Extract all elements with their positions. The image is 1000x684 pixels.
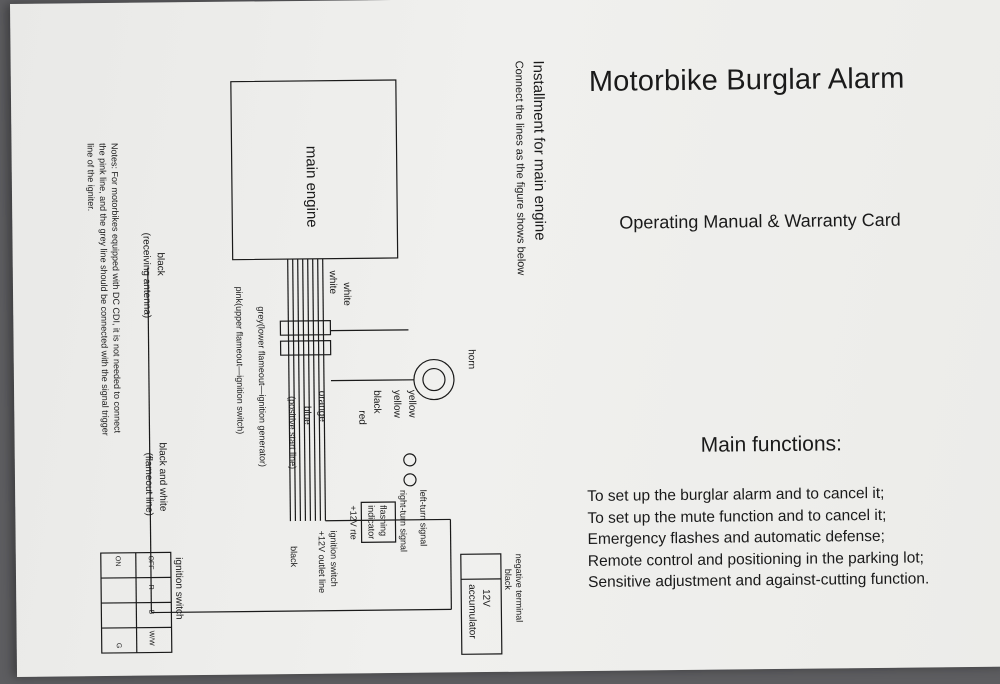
wiring-diagram: Installment for main engine Connect the … [76,48,563,683]
switch-off-label: OFF [147,556,154,570]
red-label: red [356,410,367,425]
right-turn-label: right-turn signal [398,490,409,552]
function-item: Sensitive adjustment and against-cutting… [588,568,929,593]
function-item: To set up the burglar alarm and to cance… [587,482,928,507]
switch-col-b: B [147,610,154,615]
right-turn-lamp-icon [404,474,416,486]
yellow-1-label: yellow [406,390,417,419]
plus12-rte-label: +12V rte [348,505,358,539]
grey-line-label: grey(lower flameout—ignition generator) [256,306,268,467]
white-right-label: white [341,281,352,306]
switch-col-r: R [147,585,154,590]
black-2-label: black [289,546,299,568]
function-item: Emergency flashes and automatic defense; [588,525,929,550]
main-functions-heading: Main functions: [701,432,842,457]
manual-sheet: Motorbike Burglar Alarm Operating Manual… [10,0,1000,677]
antenna-label: (receiving antenna) [140,233,152,319]
pink-line-label: pink(upper flameout—ignition switch) [234,287,246,435]
horn-icon [414,359,454,399]
switch-on-label: ON [114,556,121,567]
notes-line-2: the pink line, and the grey line should … [97,143,110,436]
yellow-2-label: yellow [391,390,402,419]
white-left-label: white [327,270,338,295]
left-turn-lamp-icon [404,454,416,466]
horn-label: horn [466,349,477,369]
left-turn-label: left-turn signal [418,490,429,547]
negative-terminal-label: negative terminal [514,554,525,623]
blue-label: blue [301,406,312,425]
outlet-line-label: +12V outlet line [317,531,328,593]
accumulator-label: accumulator [466,584,478,639]
ignition-outlet-label: ignition switch [329,531,340,587]
ignition-switch-label: ignition switch [173,557,185,619]
positive-start-label: (positive start line) [287,396,298,469]
accumulator-12v-label: 12V [480,589,491,607]
manual-subtitle: Operating Manual & Warranty Card [619,210,901,234]
diagram-heading: Installment for main engine [530,60,549,240]
main-engine-label: main engine [303,146,321,228]
orange-label: orange [316,391,327,423]
switch-col-ww: W/W [148,631,155,647]
black-label: black [371,390,382,414]
indicator-label: indicator [366,505,376,539]
manual-title: Motorbike Burglar Alarm [589,63,905,99]
flameout-label: (flameout line) [143,453,155,516]
notes-line-3: line of the igniter. [85,143,96,211]
notes-line-1: Notes: For motorbikes equipped with DC C… [109,143,122,434]
main-functions-list: To set up the burglar alarm and to cance… [587,482,929,593]
antenna-black-label: black [155,252,166,276]
switch-col-g: G [115,643,122,649]
flashing-label: flashing [378,505,388,536]
flameout-black-white-label: black and white [157,442,169,511]
negative-black-label: black [503,569,513,591]
wiring-diagram-panel: Installment for main engine Connect the … [76,48,563,683]
diagram-instruction: Connect the lines as the figure shows be… [513,61,527,276]
